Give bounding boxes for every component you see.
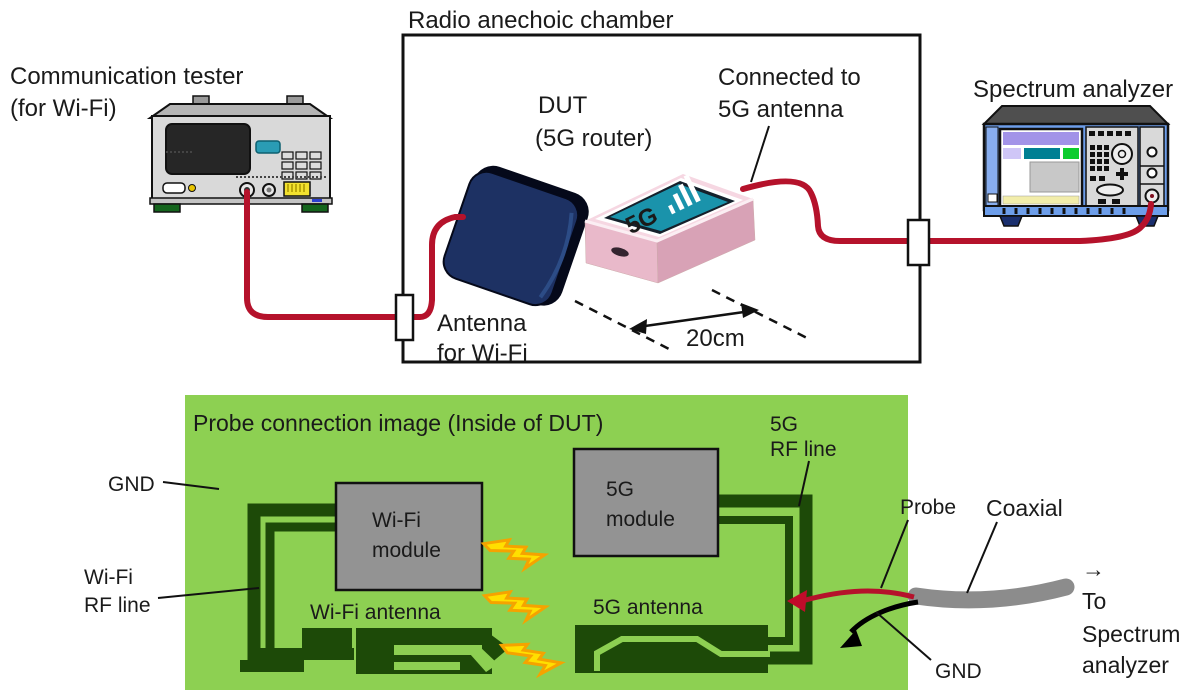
router-port [611, 247, 629, 257]
g5-rf-label-2: RF line [770, 438, 837, 461]
wifi-emission-bolts [480, 537, 566, 679]
distance-arrow [629, 303, 759, 334]
wifi-rf-leader [157, 587, 260, 599]
g5-rf-leader [798, 460, 810, 507]
dashed-line-left [574, 299, 672, 352]
signal-bar-icon [683, 174, 701, 203]
gnd-arrowhead [840, 630, 862, 648]
cable-router-to-analyzer [740, 178, 1154, 244]
wifi-rf-label-1: Wi-Fi [84, 566, 133, 589]
to-spectrum-line-2: Spectrum [1082, 621, 1180, 647]
g5-module-box [572, 447, 720, 558]
wifi-module-label-2: module [372, 539, 441, 562]
comm-tester-label-2: (for Wi-Fi) [10, 95, 117, 122]
spectrum-analyzer-label: Spectrum analyzer [973, 76, 1173, 103]
g5-module-label-1: 5G [606, 478, 634, 501]
comm-tester-illustration [146, 95, 334, 213]
wifi-antenna-trace [240, 628, 509, 674]
lightning-bolt-icon [480, 537, 550, 573]
router-illustration: 5G [584, 174, 756, 284]
connected-leader-line [750, 125, 770, 183]
g5-module-label-2: module [606, 508, 675, 531]
tester-teal-button [255, 140, 281, 154]
dashed-line-right [711, 288, 810, 341]
analyzer-button-row [1089, 131, 1131, 136]
analyzer-dpad [1116, 168, 1128, 180]
dut-label-1: DUT [538, 92, 588, 119]
dut-label-2: (5G router) [535, 125, 652, 152]
gnd-left-leader [162, 481, 220, 490]
feedthrough-left [394, 293, 415, 342]
g5-rf-label-1: 5G [770, 413, 798, 436]
tester-screen [165, 123, 251, 175]
to-spectrum-text: → To Spectrum analyzer [1082, 556, 1180, 678]
spectrum-analyzer-illustration [981, 105, 1171, 227]
analyzer-foot [998, 215, 1024, 227]
to-spectrum-line-1: To [1082, 588, 1106, 614]
coaxial-label: Coaxial [986, 495, 1063, 521]
chamber-title: Radio anechoic chamber [408, 7, 674, 34]
g5-antenna-label: 5G antenna [593, 596, 703, 619]
probe-arrowhead [787, 590, 807, 612]
wifi-module-box [334, 481, 484, 592]
lightning-bolt-icon [498, 642, 566, 679]
probe-wire [801, 588, 915, 604]
antenna-wifi-label-1: Antenna [437, 310, 527, 337]
connected-label-1: Connected to [718, 64, 861, 91]
tester-foot [153, 203, 181, 213]
coaxial-cable [907, 578, 1075, 609]
tester-keypad [281, 151, 322, 180]
probe-label: Probe [900, 496, 956, 519]
tester-foot [301, 203, 329, 213]
gnd-right-label: GND [935, 660, 982, 683]
connected-label-2: 5G antenna [718, 96, 844, 123]
wifi-rf-label-2: RF line [84, 594, 151, 617]
wifi-antenna-label: Wi-Fi antenna [310, 601, 441, 624]
signal-bar-icon [672, 192, 685, 211]
to-spectrum-arrow-icon: → [1082, 556, 1105, 582]
distance-label: 20cm [686, 325, 745, 352]
signal-bar-icon [668, 204, 676, 215]
gnd-right-leader [875, 611, 932, 661]
comm-tester-label-1: Communication tester [10, 63, 243, 90]
arrowhead-left [629, 319, 647, 334]
analyzer-knob [1111, 143, 1133, 165]
probe-leader [880, 519, 909, 589]
signal-bar-icon [678, 183, 693, 207]
coaxial-leader [966, 521, 998, 594]
lightning-bolt-icon [481, 589, 551, 625]
board-title: Probe connection image (Inside of DUT) [193, 410, 603, 436]
to-spectrum-line-3: analyzer [1082, 652, 1169, 678]
cable-tester-to-antenna [244, 189, 466, 320]
wifi-module-label-1: Wi-Fi [372, 509, 421, 532]
feedthrough-right [906, 218, 931, 267]
gnd-left-label: GND [108, 473, 155, 496]
analyzer-keypad [1090, 145, 1109, 171]
g5-antenna-trace [575, 625, 770, 673]
arrowhead-right [741, 303, 759, 318]
antenna-wifi-label-2: for Wi-Fi [437, 340, 528, 367]
gnd-wire [849, 599, 919, 634]
